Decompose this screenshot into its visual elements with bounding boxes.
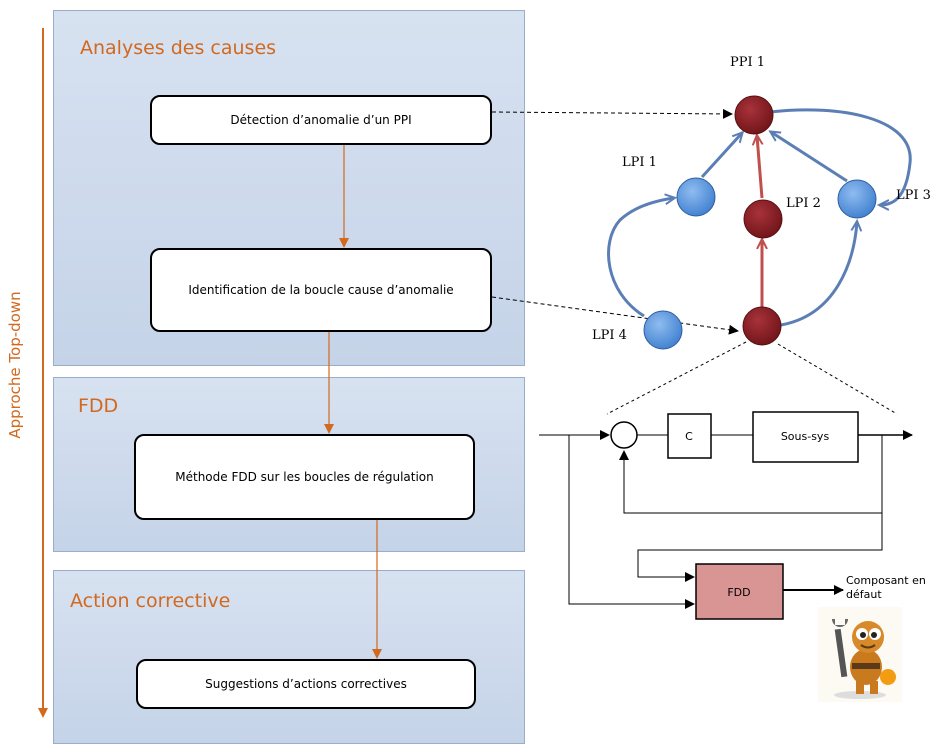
label-lpi4: LPI 4 xyxy=(592,328,627,343)
block-subsystem xyxy=(752,411,859,463)
dashed-link-loop xyxy=(491,296,739,335)
label-lpi3: LPI 3 xyxy=(896,188,931,203)
block-fdd-label: FDD xyxy=(727,586,750,599)
edge-lpi3-ppi1 xyxy=(771,132,848,183)
edge-lpi4-lpi1 xyxy=(607,198,674,318)
fdd-input-output-line xyxy=(637,513,883,582)
loop-feedback-path xyxy=(619,435,883,514)
edge-ppi1-lpi3 xyxy=(769,108,912,205)
box-identification: Identification de la boucle cause d’anom… xyxy=(150,248,492,332)
dashed-link-ppi xyxy=(491,108,733,119)
zoom-line-left xyxy=(606,341,747,415)
block-subsystem-label: Sous-sys xyxy=(781,430,830,443)
node-lpi4 xyxy=(643,310,683,350)
block-fdd xyxy=(695,563,784,620)
fdd-input-reference-line xyxy=(568,435,695,609)
label-lpi2: LPI 2 xyxy=(786,196,821,211)
label-lpi1: LPI 1 xyxy=(622,155,657,170)
node-lpi3 xyxy=(837,179,877,219)
title-corrective: Action corrective xyxy=(70,590,231,612)
loop-summing-junction xyxy=(610,421,638,449)
edge-lpi1-ppi1 xyxy=(700,133,742,179)
box-detection: Détection d’anomalie d’un PPI xyxy=(150,95,492,145)
fdd-output-label-2: défaut xyxy=(846,588,882,601)
node-lpi1 xyxy=(676,177,716,217)
node-root-loop xyxy=(742,306,782,346)
repair-robot-icon xyxy=(818,607,902,702)
node-lpi2 xyxy=(743,199,783,239)
edge-root-lpi3 xyxy=(780,222,857,327)
zoom-line-right xyxy=(777,343,898,415)
block-controller-label: C xyxy=(685,430,693,443)
edge-lpi2-ppi1 xyxy=(757,136,762,199)
fdd-output-label-1: Composant en xyxy=(846,574,926,587)
box-suggestions: Suggestions d’actions correctives xyxy=(136,659,476,709)
block-controller xyxy=(667,413,712,459)
node-ppi1 xyxy=(734,95,774,135)
title-causes: Analyses des causes xyxy=(80,37,277,59)
box-fdd-method: Méthode FDD sur les boucles de régulatio… xyxy=(134,434,475,520)
title-fdd: FDD xyxy=(78,395,119,417)
label-ppi1: PPI 1 xyxy=(730,55,765,70)
